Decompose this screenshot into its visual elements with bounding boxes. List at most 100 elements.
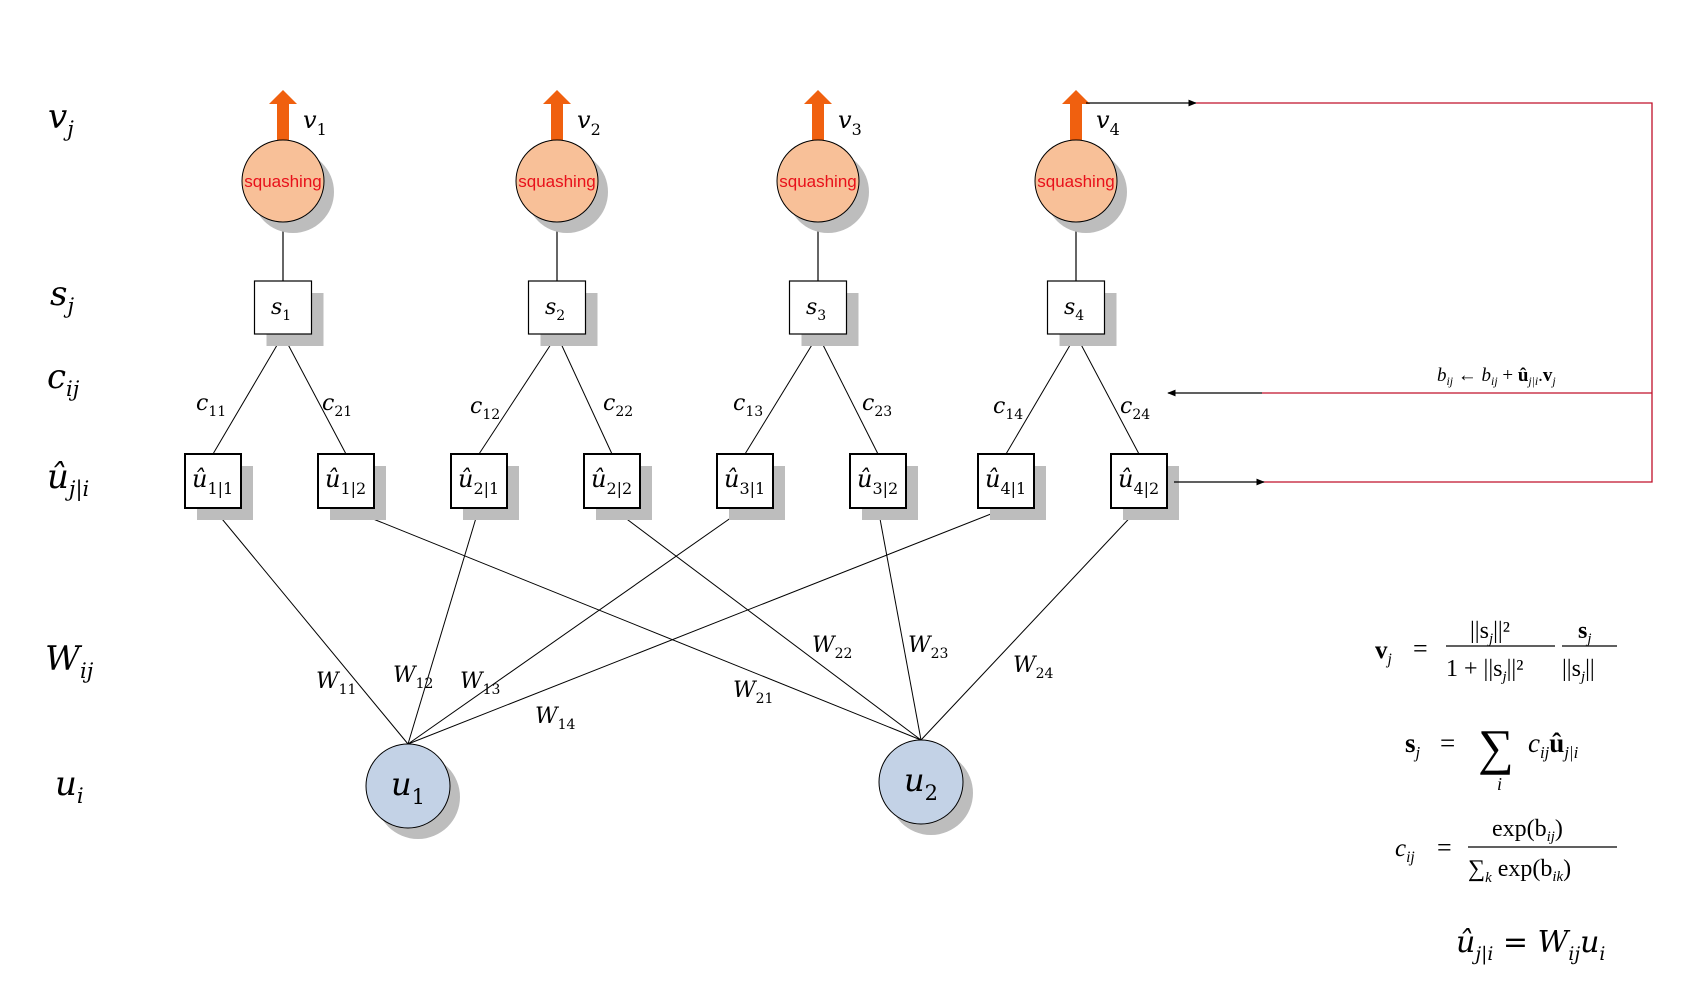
squash-node [776,139,860,223]
output-capsule-3: v3 squashing s3 [776,90,869,346]
weight-label-W14: W14 [535,704,576,733]
prediction-box-frame [977,453,1035,509]
weight-label-W22: W22 [812,633,852,662]
prediction-box-frame [184,453,242,509]
prediction-box: û1|1 [184,453,253,520]
row-label-u-hat: ûj|i [47,457,89,502]
squash-node [1034,139,1118,223]
prediction-box-label: û4|2 [1118,465,1159,498]
svg-text:cijûj|i: cijûj|i [1528,728,1579,762]
svg-text:=: = [1413,634,1428,663]
svg-text:||sj||²: ||sj||² [1470,618,1510,647]
row-label-v: vj [48,97,74,141]
row-label-c: cij [47,357,80,401]
formula-prediction: ûj|i = Wijui [1456,925,1605,965]
svg-text:cij: cij [1395,835,1415,866]
prediction-box-frame [317,453,375,509]
edge-weight [407,508,1006,745]
s-box [788,280,848,335]
input-node [878,739,964,825]
squash-node [515,139,599,223]
weight-label-W12: W12 [393,663,433,692]
coupling-label-c24: c24 [1120,394,1150,423]
squash-node [241,139,325,223]
output-label-v1: v1 [303,106,327,139]
edge-coupling [818,335,879,455]
formula-softmax: cij = exp(bij) ∑k exp(bik) [1395,816,1617,886]
edge-weight [213,508,409,745]
coupling-label-c21: c21 [322,391,352,420]
edge-coupling [557,335,613,455]
svg-text:sj: sj [1405,728,1421,762]
edge-coupling [478,335,557,455]
s-box [527,280,587,335]
coupling-label-c23: c23 [862,391,892,420]
svg-text:sj: sj [1578,618,1591,647]
svg-text:i: i [1497,774,1502,794]
input-node-label-u2: u2 [904,761,938,805]
prediction-box-label: û3|2 [857,465,898,498]
prediction-box: û4|1 [977,453,1046,520]
edge-coupling [212,335,283,455]
svg-text:vj: vj [1375,637,1392,668]
routing-update-formula: bij ← bij + ûj|i.vj [1437,365,1556,388]
coupling-label-c13: c13 [733,391,763,420]
s-box-label-s4: s4 [1064,295,1084,324]
edge-weight [346,508,922,741]
svg-text:1 + ||sj||²: 1 + ||sj||² [1446,656,1523,685]
svg-text:=: = [1437,833,1452,862]
s-box-label-s3: s3 [806,295,826,324]
formula-sum: sj = ∑ i cijûj|i [1405,719,1579,794]
svg-text:exp(bij): exp(bij) [1492,816,1563,845]
s-box [253,280,313,335]
s-box-label-s2: s2 [545,295,565,324]
output-label-v2: v2 [577,106,601,139]
edge-coupling [1005,335,1076,455]
coupling-label-c22: c22 [603,391,633,420]
input-node [365,743,451,829]
s-box-label-s1: s1 [271,295,291,324]
svg-text:ûj|i = Wijui: ûj|i = Wijui [1456,925,1605,965]
weight-label-W23: W23 [908,633,948,662]
prediction-box: û2|1 [450,453,519,520]
formula-squash: vj = ||sj||² 1 + ||sj||² sj ||sj|| [1375,618,1617,685]
prediction-box-frame [849,453,907,509]
weight-label-W21: W21 [733,678,773,707]
prediction-box: û1|2 [317,453,386,520]
svg-text:∑: ∑ [1478,719,1514,775]
formulas: vj = ||sj||² 1 + ||sj||² sj ||sj|| sj = … [1375,618,1617,965]
input-capsule-1: u1 [365,743,460,839]
edge-coupling [1076,335,1140,455]
svg-text:∑k exp(bik): ∑k exp(bik) [1468,856,1571,886]
weight-label-W13: W13 [460,669,500,698]
output-label-v3: v3 [838,106,862,139]
coupling-label-c12: c12 [470,394,500,423]
s-box [1046,280,1106,335]
prediction-box-frame [716,453,774,509]
squash-node-label: squashing [779,172,857,191]
coupling-label-c11: c11 [196,391,226,420]
prediction-box-frame [1110,453,1168,509]
prediction-box: û4|2 [1110,453,1179,520]
prediction-box-frame [583,453,641,509]
input-node-label-u1: u1 [391,765,425,809]
edges [212,222,1140,745]
edge-coupling [744,335,818,455]
edge-weight [878,508,922,741]
output-capsule-2: v2 squashing s2 [515,90,608,346]
row-label-w: Wij [45,639,94,683]
prediction-box-label: û2|2 [591,465,632,498]
edge-weight [612,508,922,741]
squash-node-label: squashing [518,172,596,191]
prediction-box: û3|1 [716,453,785,520]
row-labels: vj sj cij ûj|i Wij ui [45,97,94,808]
prediction-box-label: û1|2 [325,465,366,498]
output-arrow-icon [269,90,297,141]
feedback-red-loop [1196,102,1653,483]
edge-weight [407,508,479,745]
squash-node-label: squashing [1037,172,1115,191]
